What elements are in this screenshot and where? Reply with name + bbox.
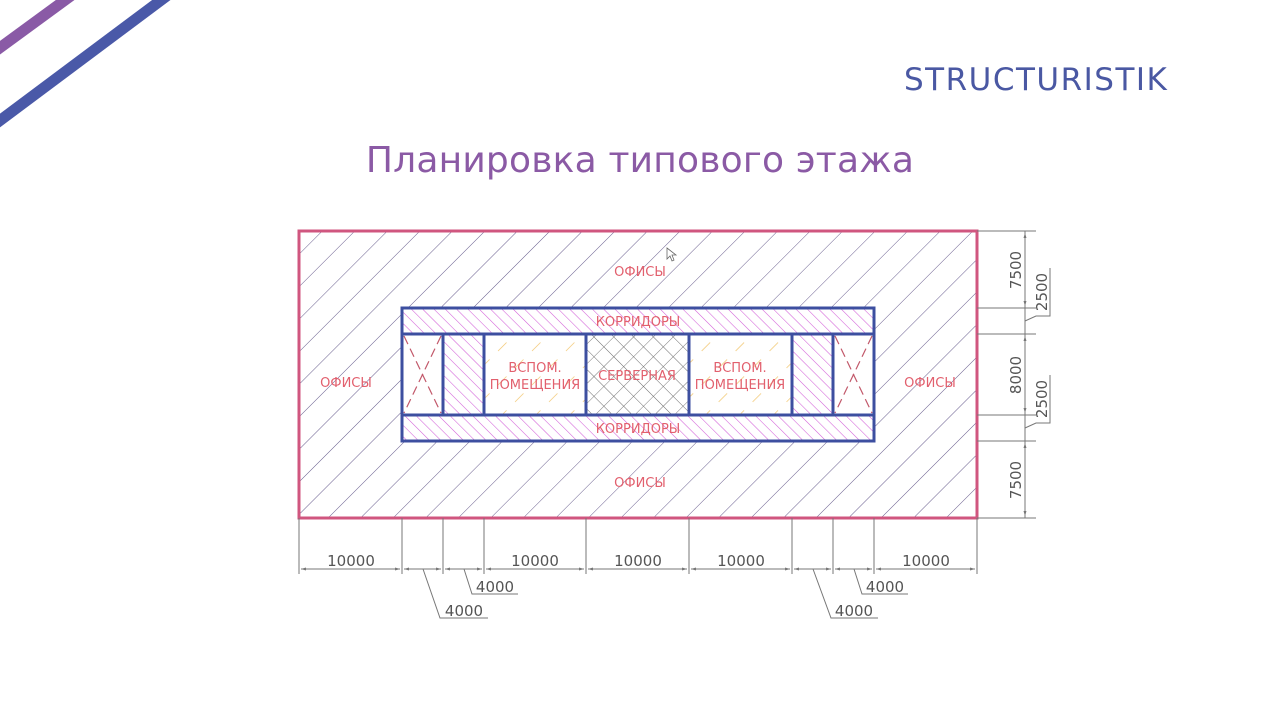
stair-right-hatched [792, 334, 833, 415]
aux-room-left [484, 334, 586, 415]
corridor-bottom [402, 415, 874, 441]
label-aux-right-1: ВСПОМ. [713, 361, 766, 376]
label-corridor-bottom: КОРРИДОРЫ [596, 422, 681, 437]
stair-left-hatched [443, 334, 484, 415]
elevator-shaft-left [403, 335, 442, 414]
dimension-chain-right [977, 230, 1051, 519]
aux-room-right [689, 334, 792, 415]
zone-labels: ОФИСЫ ОФИСЫ ОФИСЫ ОФИСЫ КОРРИДОРЫ КОРРИД… [320, 265, 956, 491]
dim-right-7500-bottom: 7500 [1007, 461, 1025, 499]
dim-right-7500-top: 7500 [1007, 251, 1025, 289]
dimension-values-right: 7500 2500 8000 2500 7500 [1007, 251, 1051, 499]
dim-bottom-4: 10000 [511, 552, 559, 570]
dimension-values-bottom: 10000 4000 4000 10000 10000 10000 4000 4… [327, 552, 950, 620]
dim-bottom-3: 4000 [476, 578, 514, 596]
corridor-top [402, 308, 874, 334]
dim-right-2500-bottom: 2500 [1033, 380, 1051, 418]
page-title: Планировка типового этажа [365, 140, 915, 181]
label-aux-left-1: ВСПОМ. [508, 361, 561, 376]
mouse-cursor-icon [666, 247, 678, 262]
label-server: СЕРВЕРНАЯ [598, 369, 676, 384]
core-walls [400, 306, 876, 443]
dim-bottom-8: 4000 [866, 578, 904, 596]
outer-wall [297, 229, 979, 520]
label-aux-left-2: ПОМЕЩЕНИЯ [490, 378, 580, 393]
elevator-shaft-right [834, 335, 873, 414]
corridors [402, 308, 874, 441]
dimension-chain-bottom [298, 518, 978, 619]
label-office-right: ОФИСЫ [904, 376, 956, 391]
dim-bottom-2: 4000 [445, 602, 483, 620]
label-office-left: ОФИСЫ [320, 376, 372, 391]
dim-bottom-9: 10000 [902, 552, 950, 570]
dim-bottom-7: 4000 [835, 602, 873, 620]
dim-bottom-5: 10000 [614, 552, 662, 570]
dim-bottom-6: 10000 [717, 552, 765, 570]
dim-right-2500-top: 2500 [1033, 273, 1051, 311]
label-aux-right-2: ПОМЕЩЕНИЯ [695, 378, 785, 393]
server-room [586, 334, 689, 415]
brand-logo: STRUCTURISTIK [904, 62, 1169, 98]
label-office-bottom: ОФИСЫ [614, 476, 666, 491]
stripe-purple [0, 0, 75, 55]
dim-right-8000: 8000 [1007, 356, 1025, 394]
dim-bottom-1: 10000 [327, 552, 375, 570]
label-office-top: ОФИСЫ [614, 265, 666, 280]
corner-stripes-decoration [0, 0, 171, 128]
stripe-blue [0, 0, 171, 128]
label-corridor-top: КОРРИДОРЫ [596, 315, 681, 330]
